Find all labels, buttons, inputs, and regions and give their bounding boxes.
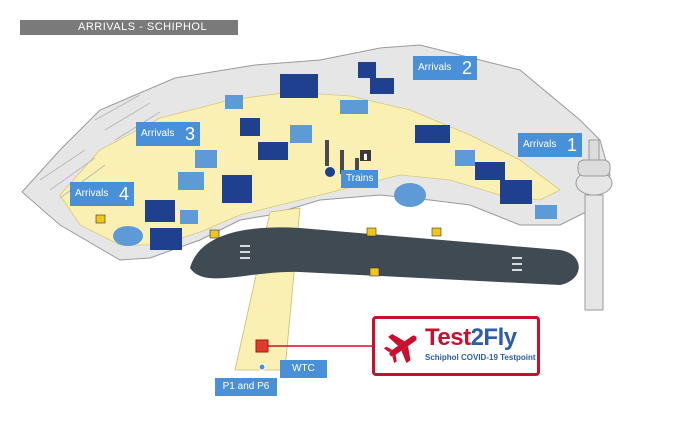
svg-text:▮: ▮ [363, 152, 367, 161]
airplane-icon [383, 334, 417, 363]
trains-label: Trains [341, 170, 379, 188]
brand-subtitle: Schiphol COVID-19 Testpoint [425, 353, 536, 362]
plaza-dot [325, 167, 335, 177]
arrivals-3-label: Arrivals 3 [136, 122, 200, 146]
brand-name-part-2: 2Fly [470, 324, 518, 351]
arrivals-3-number: 3 [184, 124, 195, 144]
arrivals-3-text: Arrivals [141, 128, 175, 139]
arrivals-4-label: Arrivals 4 [70, 182, 134, 206]
arrivals-2-number: 2 [461, 58, 472, 78]
test2fly-callout: Test2Fly Schiphol COVID-19 Testpoint [372, 316, 540, 376]
marker-square-icon [255, 339, 269, 353]
arrivals-1-label: Arrivals 1 [518, 133, 582, 157]
arrivals-1-text: Arrivals [523, 139, 557, 150]
taxi-icon [95, 214, 442, 277]
arrivals-2-text: Arrivals [418, 62, 452, 73]
brand-name: Test2Fly [425, 324, 517, 352]
dark-blue-blocks [145, 62, 532, 250]
light-blue-blocks [113, 95, 557, 246]
apron-road [190, 227, 579, 285]
wtc-dot [258, 363, 266, 371]
arrivals-4-number: 4 [118, 184, 129, 204]
brand-name-part-1: Test [425, 324, 471, 351]
control-tower-icon [575, 139, 613, 311]
road-markings [240, 245, 522, 271]
arrivals-2-label: Arrivals 2 [413, 56, 477, 80]
parking-label: P1 and P6 [215, 378, 277, 396]
wtc-label: WTC [280, 360, 327, 378]
arrivals-1-number: 1 [566, 135, 577, 155]
page-title: ARRIVALS - SCHIPHOL PLAZA [20, 20, 238, 48]
train-icon: ▮ [360, 150, 371, 161]
arrivals-4-text: Arrivals [75, 188, 109, 199]
